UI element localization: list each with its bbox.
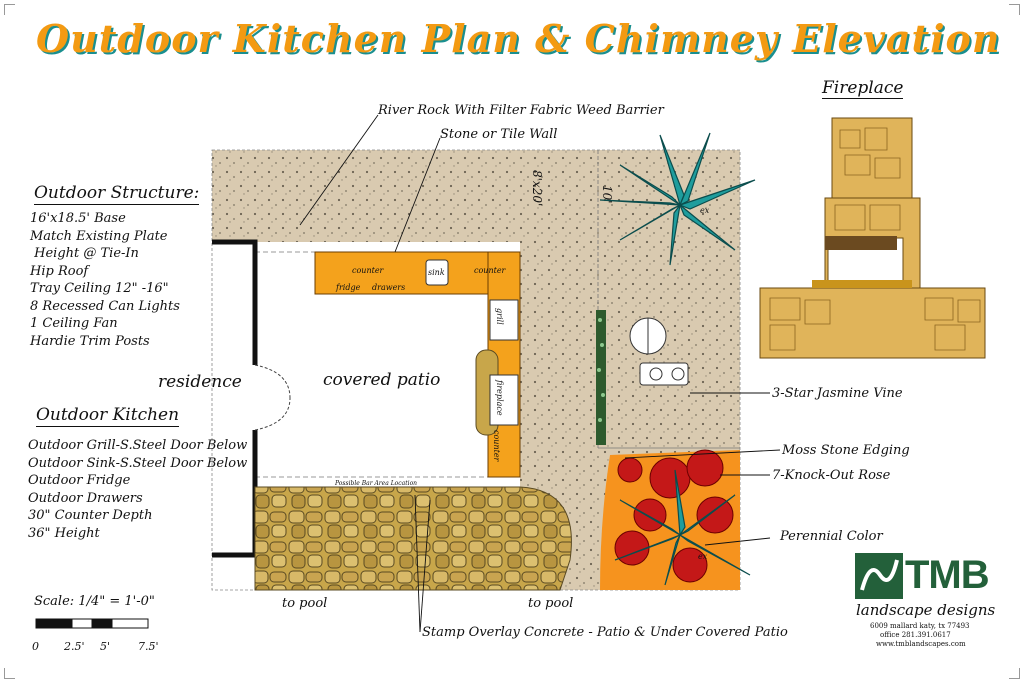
kitchen-heading: Outdoor Kitchen (36, 405, 180, 427)
to-pool-label: to pool (528, 596, 574, 611)
existing-plant-label: ex (700, 206, 710, 215)
corner-mark (4, 668, 15, 679)
counter-label: counter (352, 266, 384, 275)
list-item: Height @ Tie-In (30, 246, 139, 261)
list-item: 16'x18.5' Base (30, 211, 126, 226)
list-item: Match Existing Plate (30, 228, 168, 244)
company-logo: TMB (905, 553, 990, 597)
callout-moss: Moss Stone Edging (782, 443, 910, 458)
list-item: 8 Recessed Can Lights (30, 298, 180, 314)
residence-label: residence (158, 372, 242, 392)
corner-mark (4, 4, 15, 15)
structure-list: 16'x18.5' Base Match Existing Plate Heig… (30, 210, 180, 350)
list-item: Outdoor Sink-S.Steel Door Below (28, 455, 248, 471)
scale-tick: 0 (32, 640, 39, 653)
corner-mark (1009, 668, 1020, 679)
covered-patio-label: covered patio (323, 370, 441, 390)
dimension-label: 10' (600, 185, 614, 204)
counter-label: counter (474, 266, 506, 275)
callout-stone-wall: Stone or Tile Wall (440, 127, 558, 142)
company-address: 6009 mallard katy, tx 77493 (870, 622, 970, 630)
bar-area-label: Possible Bar Area Location (335, 480, 418, 487)
scale-label: Scale: 1/4" = 1'-0" (34, 594, 155, 609)
list-item: 36" Height (28, 525, 100, 541)
callout-perennial: Perennial Color (780, 529, 883, 544)
existing-plant-label: ex (698, 552, 708, 561)
scale-tick: 2.5' (64, 640, 85, 653)
list-item: Outdoor Drawers (28, 490, 143, 506)
list-item: 30" Counter Depth (28, 508, 153, 523)
sink-label: sink (428, 268, 445, 277)
to-pool-label: to pool (282, 596, 328, 611)
callout-jasmine: 3-Star Jasmine Vine (772, 386, 903, 401)
dimension-label: 8'x20' (530, 170, 544, 207)
corner-mark (1009, 4, 1020, 15)
kitchen-list: Outdoor Grill-S.Steel Door Below Outdoor… (28, 437, 247, 542)
scale-tick: 5' (100, 640, 111, 653)
callout-stamp: Stamp Overlay Concrete - Patio & Under C… (422, 625, 788, 640)
list-item: Outdoor Fridge (28, 473, 131, 488)
list-item: 1 Ceiling Fan (30, 316, 118, 331)
grill-label: grill (495, 308, 504, 325)
list-item: Hip Roof (30, 263, 89, 279)
structure-heading: Outdoor Structure: (34, 183, 200, 205)
company-website: www.tmblandscapes.com (876, 640, 966, 648)
list-item: Hardie Trim Posts (30, 333, 150, 349)
callout-river-rock: River Rock With Filter Fabric Weed Barri… (378, 103, 664, 118)
callout-rose: 7-Knock-Out Rose (772, 468, 891, 483)
page-title: Outdoor Kitchen Plan & Chimney Elevation (36, 16, 1001, 61)
list-item: Tray Ceiling 12" -16" (30, 281, 169, 296)
company-name: landscape designs (856, 601, 996, 619)
scale-tick: 7.5' (138, 640, 159, 653)
fireplace-plan-label: fireplace (495, 380, 504, 416)
fireplace-title: Fireplace (822, 78, 904, 99)
fridge-label: fridge (336, 283, 361, 292)
drawers-label: drawers (372, 283, 406, 292)
counter-label: counter (492, 430, 501, 462)
list-item: Outdoor Grill-S.Steel Door Below (28, 438, 248, 453)
company-phone: office 281.391.0617 (880, 631, 951, 639)
